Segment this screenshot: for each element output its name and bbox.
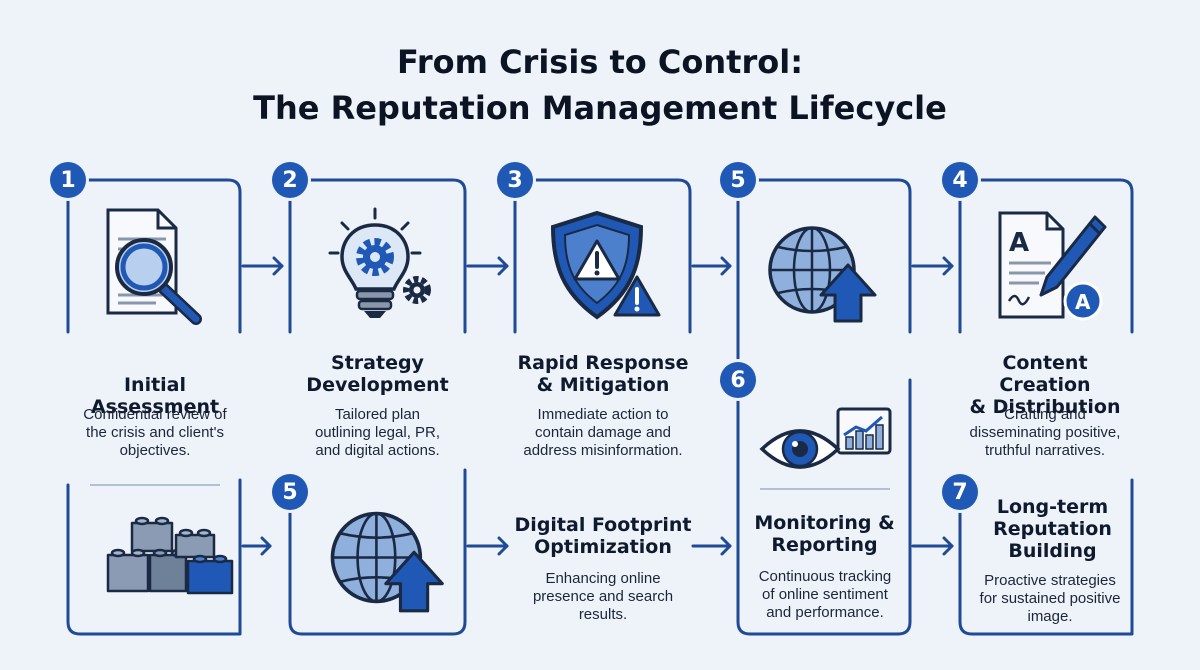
section-divider	[90, 484, 220, 486]
arrow-top-4	[911, 256, 954, 276]
panel-frame-9	[958, 478, 1134, 636]
building-blocks-icon	[106, 516, 234, 595]
svg-text:A: A	[1009, 228, 1029, 258]
globe-up-arrow-icon	[330, 511, 444, 613]
step-title-strategy-development: Strategy Development	[306, 352, 449, 396]
step-title-long-term: Long-term Reputation Building	[993, 496, 1112, 562]
svg-text:A: A	[1075, 290, 1091, 314]
step-desc-initial-assessment: Confidential review of the crisis and cl…	[83, 406, 227, 459]
step-desc-strategy-development: Tailored plan outlining legal, PR, and d…	[314, 406, 441, 459]
step-desc-rapid-response: Immediate action to contain damage and a…	[523, 406, 683, 459]
step-badge-2: 2	[272, 162, 308, 198]
step-badge-3: 3	[497, 162, 533, 198]
step-desc-long-term: Proactive strategies for sustained posit…	[979, 572, 1121, 625]
panel-frame-8	[736, 378, 912, 636]
arrow-top-3	[691, 256, 732, 276]
step-title-content-creation: Content Creation & Distribution	[969, 352, 1121, 418]
panel-frame-7	[288, 468, 467, 636]
panel-frame-5	[958, 178, 1134, 334]
arrow-top-2	[466, 256, 509, 276]
step-badge-7: 7	[942, 474, 978, 510]
step-title-line: Initial Assessment	[90, 374, 220, 418]
arrow-top-1	[241, 256, 284, 276]
panel-frame-6	[66, 478, 242, 636]
globe-up-arrow-icon	[768, 226, 877, 323]
arrow-bottom-4	[911, 536, 954, 556]
lightbulb-gears-icon	[328, 207, 431, 318]
step-badge-6: 6	[720, 362, 756, 398]
step-badge-1: 1	[50, 162, 86, 198]
eye-chart-icon	[759, 407, 892, 469]
document-pen-icon: A A	[998, 211, 1107, 321]
panel-frame-3	[513, 178, 692, 334]
step-desc-content-creation: Crafting and disseminating positive, tru…	[969, 406, 1121, 459]
step-badge-4: 4	[942, 162, 978, 198]
page-title-line-1: From Crisis to Control:	[397, 43, 803, 81]
page-title-line-2: The Reputation Management Lifecycle	[253, 89, 947, 127]
panel-frame-1	[66, 178, 242, 334]
panel-frame-2	[288, 178, 467, 334]
shield-warning-icon	[550, 210, 661, 320]
step-desc-digital-footprint: Enhancing online presence and search res…	[532, 570, 674, 623]
step-badge-5-bottom: 5	[272, 474, 308, 510]
panel-frame-4	[736, 178, 912, 364]
arrow-bottom-3	[691, 536, 732, 556]
document-magnifier-icon	[106, 208, 202, 325]
step-desc-monitoring: Continuous tracking of online sentiment …	[758, 568, 892, 621]
step-title-digital-footprint: Digital Footprint Optimization	[514, 514, 692, 558]
step-title-rapid-response: Rapid Response & Mitigation	[517, 352, 689, 396]
step-title-initial-assessment: Initial Assessment	[70, 352, 240, 440]
section-divider	[760, 488, 890, 490]
step-title-monitoring: Monitoring & Reporting	[754, 512, 895, 556]
arrow-bottom-2	[466, 536, 509, 556]
step-badge-5-top: 5	[720, 162, 756, 198]
arrow-bottom-1	[241, 536, 272, 556]
